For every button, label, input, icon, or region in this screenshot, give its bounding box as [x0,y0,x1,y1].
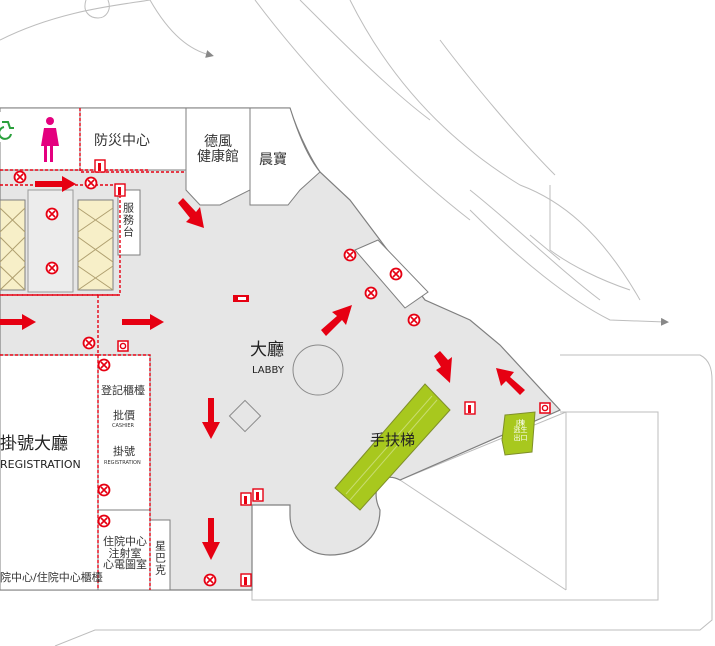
inpatient-counter-label: 院中心/住院中心櫃檯 [0,571,103,584]
defeng-line1: 德風 [204,134,232,150]
lobby-label: 大廳 [250,340,284,360]
fire-extinguisher-icon [203,573,217,587]
fire-extinguisher-icon [389,267,403,281]
registration-small-en-label: REGISTRATION [104,460,141,466]
fire-extinguisher-icon [97,483,111,497]
exit-sign-line2: 逃生 [513,426,528,435]
fire-extinguisher-icon [45,207,59,221]
exit-door-icon [114,183,126,197]
inpatient-center-label: 住院中心 注射室 心電圖室 [99,536,151,571]
cashier-label: 批價 [113,409,135,422]
direction-arrow-icon [496,368,525,395]
fire-extinguisher-icon [13,170,27,184]
inpatient-line2: 注射室 [108,546,142,560]
registration-small-label: 掛號 [113,445,135,458]
exit-door-icon [464,401,476,415]
lobby-en-label: LABBY [252,365,284,376]
exit-sign-block [501,411,536,456]
cashier-en-label: CASHIER [112,423,134,429]
fire-extinguisher-icon [343,248,357,262]
defeng-health-label: 德風 健康館 [190,135,246,164]
direction-arrows [0,176,525,560]
direction-arrow-icon [434,351,452,383]
escalator-label[interactable]: 手扶梯 [370,431,416,449]
chenbao-label: 晨寶 [259,152,287,168]
starbucks-label: 星巴克 [153,540,167,576]
rooms [0,107,429,591]
defeng-line2: 健康館 [197,148,239,165]
fire-extinguisher-icon [97,514,111,528]
direction-arrow-icon [321,305,352,336]
fire-hydrant-icon [539,402,551,414]
direction-arrow-icon [35,176,76,192]
exit-door-icon [94,159,106,173]
elevators [0,189,114,293]
direction-arrow-icon [178,198,204,228]
exit-sign-line1: J棟 [515,419,526,427]
restroom-female-icon [41,117,59,162]
lobby-circle [292,344,344,396]
exit-door-icon [252,488,264,502]
direction-arrow-icon [202,518,220,560]
restroom-accessible-icon [0,112,15,142]
lobby-diamond [228,399,262,433]
exit-door-icon [240,573,252,587]
escalator[interactable] [334,383,451,511]
service-desk-label: 服務台 [121,202,135,238]
exit-sign-label: J棟 逃生 出口 [508,419,533,442]
exit-sign-line3: 出口 [513,433,528,442]
fire-hydrant-icon [117,340,129,352]
disaster-center-label: 防災中心 [94,133,150,149]
registration-en-label: REGISTRATION [0,458,81,471]
fire-extinguisher-icon [45,261,59,275]
exit-door-icon [240,492,252,506]
reg-counter-label: 登記櫃檯 [101,384,145,397]
fire-extinguisher-icon [407,313,421,327]
fire-extinguisher-icon [84,176,98,190]
inpatient-line3: 心電圖室 [103,558,147,572]
direction-arrow-icon [0,314,36,330]
fire-extinguisher-icon [97,358,111,372]
direction-arrow-icon [122,314,164,330]
registration-hall-label: 掛號大廳 [0,434,68,454]
direction-arrow-icon [202,398,220,439]
fire-extinguisher-icon [364,286,378,300]
inpatient-line1: 住院中心 [103,535,147,548]
fire-extinguisher-icon [82,336,96,350]
